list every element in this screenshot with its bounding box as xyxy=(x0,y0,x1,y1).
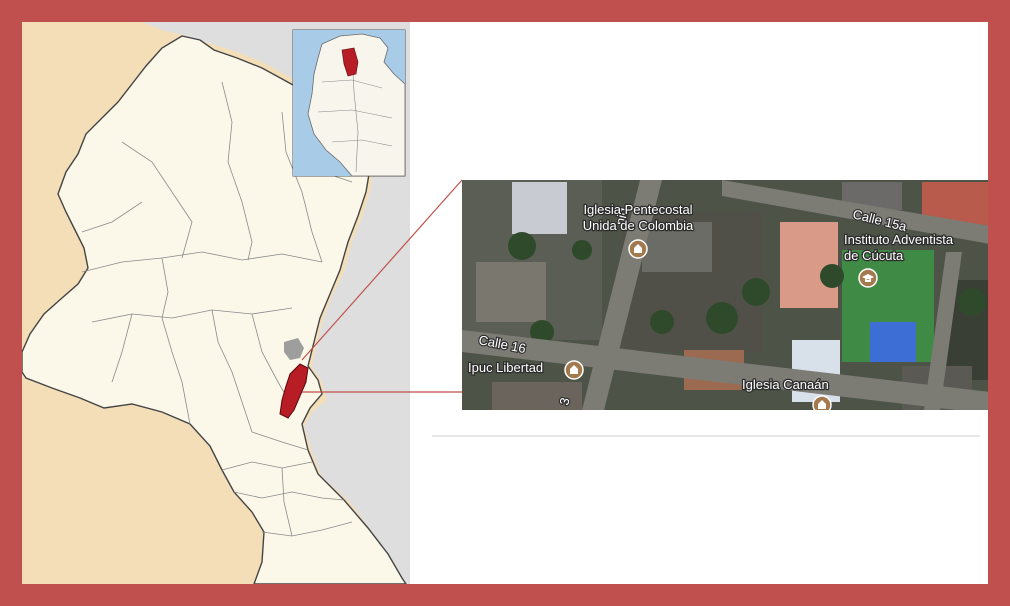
poi-label-ipuc-libertad: Ipuc Libertad xyxy=(468,360,543,375)
poi-label-iglesia-pentecostal-line1: Iglesia Pentecostal xyxy=(583,202,692,217)
inset-country-map xyxy=(292,29,406,177)
poi-label-instituto-line2: de Cúcuta xyxy=(844,248,904,263)
inset-highlight xyxy=(341,47,359,77)
satellite-view: Calle 16 Calle 15a nid 3 Iglesia Penteco… xyxy=(462,180,988,410)
map-canvas: Calle 16 Calle 15a nid 3 Iglesia Penteco… xyxy=(22,22,988,584)
poi-label-instituto-line1: Instituto Adventista xyxy=(844,232,954,247)
church-icon xyxy=(564,360,584,380)
church-icon xyxy=(812,395,832,410)
poi-label-iglesia-canaan: Iglesia Canaán xyxy=(742,377,829,392)
urban-area xyxy=(284,338,304,360)
neighbor-territory xyxy=(142,22,410,584)
highlighted-municipality xyxy=(279,363,309,419)
municipal-boundaries xyxy=(81,81,353,537)
church-icon xyxy=(628,239,648,259)
street-label-avenida-fragment: nid xyxy=(612,206,631,226)
poi-label-iglesia-pentecostal-line2: Unida de Colombia xyxy=(583,218,694,233)
zoom-connector-lines xyxy=(301,179,463,393)
school-icon xyxy=(858,268,878,288)
inset-country-shape xyxy=(307,33,405,176)
map-figure: Calle 16 Calle 15a nid 3 Iglesia Penteco… xyxy=(22,22,988,584)
